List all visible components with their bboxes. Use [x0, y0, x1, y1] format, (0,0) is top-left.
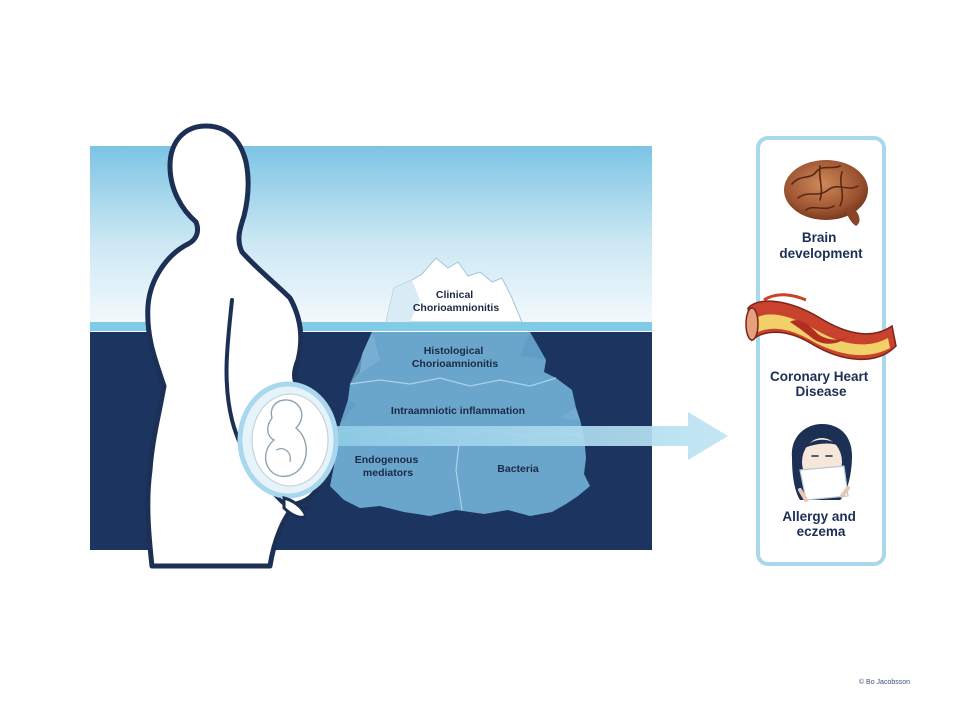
label-histological: Histological Chorioamnionitis [412, 345, 498, 370]
label-intraamniotic-inflammation: Intraamniotic inflammation [391, 405, 525, 417]
outcome-label-coronary: Coronary Heart Disease [770, 369, 872, 399]
outcome-arrow [330, 412, 728, 460]
water-surface [90, 322, 652, 331]
label-bacteria: Bacteria [497, 463, 539, 475]
sneezing-woman-icon [791, 424, 852, 502]
label-clinical: Clinical Chorioamnionitis [413, 289, 499, 314]
copyright-credit: © Bo Jacobsson [859, 678, 910, 686]
label-endogenous-mediators: Endogenous mediators [355, 454, 422, 479]
brain-icon [784, 160, 868, 226]
pregnant-woman-silhouette [145, 123, 339, 569]
artery-icon [745, 293, 897, 360]
outcome-label-brain: Brain development [779, 230, 863, 261]
iceberg-tip [385, 257, 523, 323]
outcome-label-allergy: Allergy and eczema [782, 509, 859, 539]
